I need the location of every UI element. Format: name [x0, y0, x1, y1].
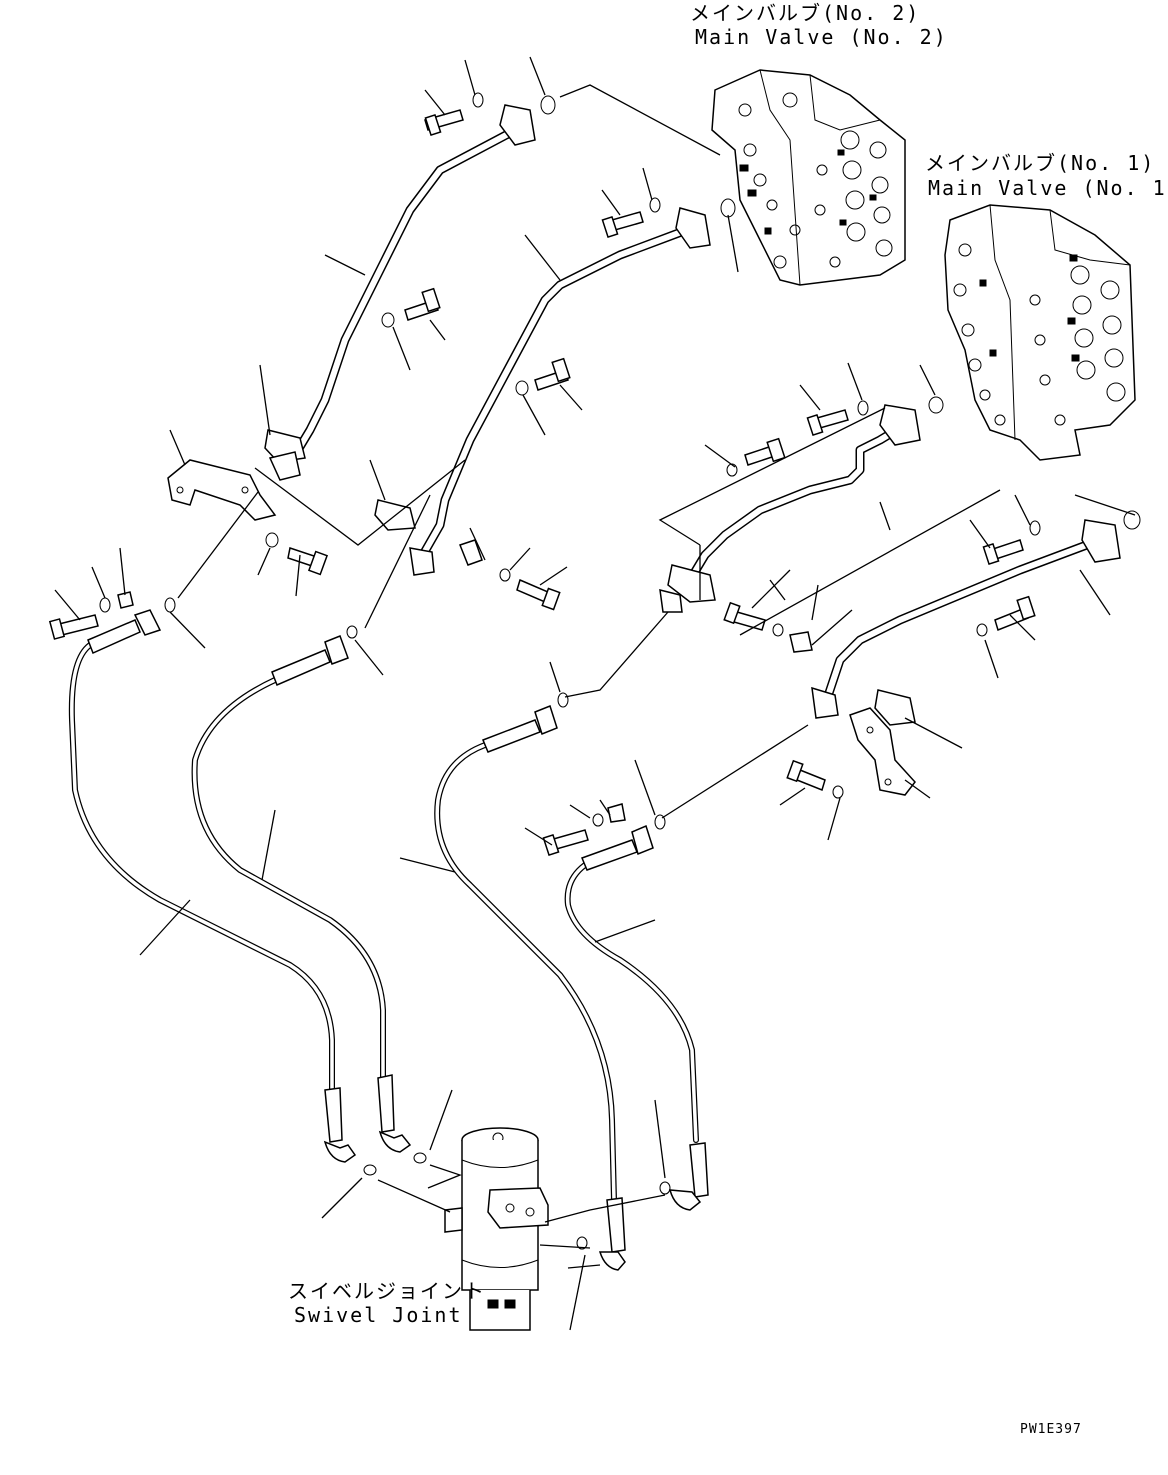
main-valve-no1-label-en: Main Valve (No. 1) — [928, 176, 1168, 200]
leader-lines — [54, 56, 1136, 1331]
swivel-joint-label-jp: スイベルジョイント — [288, 1279, 486, 1303]
swivel-joint — [444, 1127, 549, 1331]
pipe-flanges — [264, 104, 1121, 726]
hoses — [68, 642, 699, 1203]
main-valve-no1 — [944, 204, 1136, 461]
swivel-joint-label-en: Swivel Joint — [294, 1303, 463, 1327]
hose-fittings — [87, 609, 709, 1271]
main-valve-no2 — [711, 69, 906, 286]
bolts — [48, 109, 1036, 857]
main-valve-no1-label-jp: メインバルブ(No. 1) — [925, 151, 1156, 175]
main-valve-no2-label-en: Main Valve (No. 2) — [695, 25, 948, 49]
drawing-code: PW1E397 — [1020, 1422, 1082, 1437]
main-valve-no2-label-jp: メインバルブ(No. 2) — [690, 1, 921, 25]
steel-pipes — [290, 120, 1105, 710]
washers-orings — [99, 92, 1141, 1250]
